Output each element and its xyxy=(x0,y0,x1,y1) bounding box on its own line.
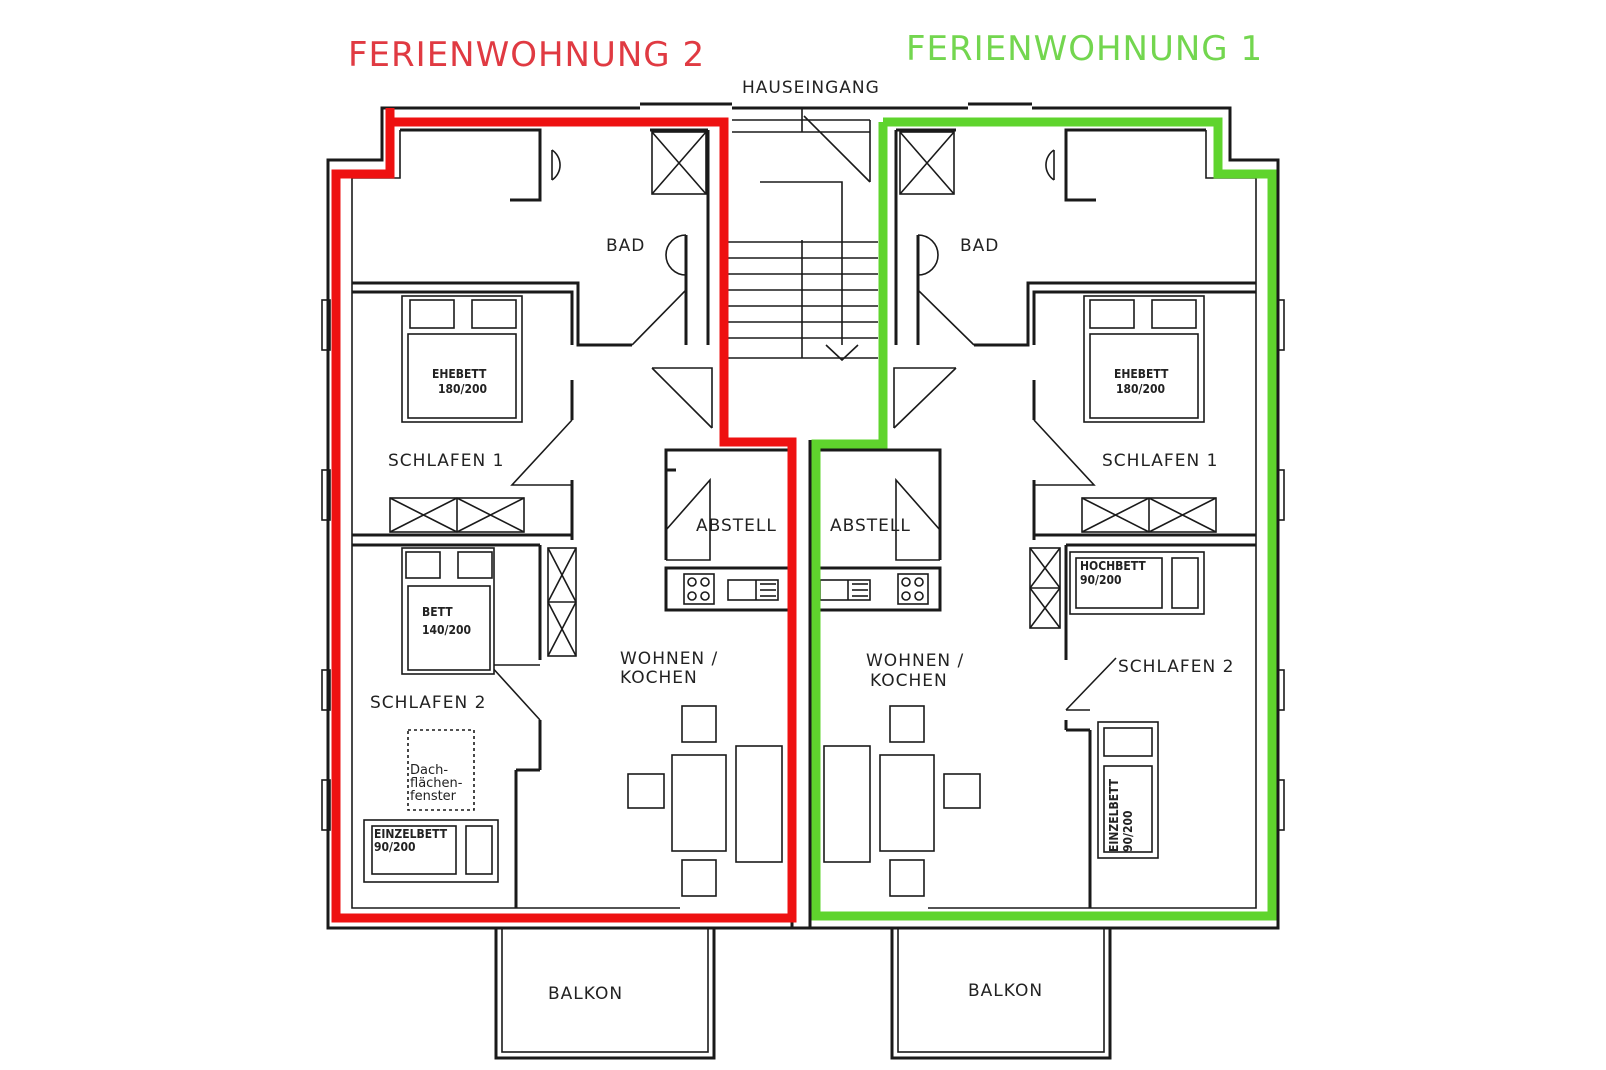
right-abstell-label: ABSTELL xyxy=(830,516,911,536)
left-interior-walls xyxy=(352,128,794,908)
left-schlafen2-label: SCHLAFEN 2 xyxy=(370,693,486,713)
dining-table-right xyxy=(879,754,935,852)
stairwell xyxy=(728,108,878,362)
right-bad-label: BAD xyxy=(960,236,999,256)
left-dach-label-2: flächen- xyxy=(410,776,463,791)
left-einzelbett-label-1: EINZELBETT xyxy=(374,827,448,841)
right-balkon-label: BALKON xyxy=(968,981,1043,1001)
right-interior-walls xyxy=(808,128,1256,908)
left-ehebett-label-2: 180/200 xyxy=(438,382,487,396)
right-schlafen2-label: SCHLAFEN 2 xyxy=(1118,657,1234,677)
left-bett-label-2: 140/200 xyxy=(422,623,471,637)
left-wohnen-label-2: KOCHEN xyxy=(620,668,698,688)
left-doors xyxy=(489,149,713,721)
left-abstell-label: ABSTELL xyxy=(696,516,777,536)
left-bad-label: BAD xyxy=(606,236,645,256)
left-furniture xyxy=(363,131,783,897)
left-balkon-label: BALKON xyxy=(548,984,623,1004)
apartment-1-outline xyxy=(811,117,1277,921)
right-hochbett-label-1: HOCHBETT xyxy=(1080,559,1146,573)
left-wohnen-label-1: WOHNEN / xyxy=(620,649,718,669)
left-einzelbett-label-2: 90/200 xyxy=(374,840,416,854)
apartment-2-outline xyxy=(331,108,797,923)
right-wohnen-label-1: WOHNEN / xyxy=(866,651,964,671)
right-ehebett-label-2: 180/200 xyxy=(1116,382,1165,396)
right-einzelbett-label-1: EINZELBETT xyxy=(1107,778,1121,852)
title-apartment-1: FERIENWOHNUNG 1 xyxy=(906,29,1263,69)
right-ehebett-label-1: EHEBETT xyxy=(1114,367,1169,381)
balconies xyxy=(494,926,1112,1060)
left-bett-label-1: BETT xyxy=(422,605,453,619)
left-dach-label-1: Dach- xyxy=(410,763,448,778)
title-apartment-2: FERIENWOHNUNG 2 xyxy=(348,35,705,75)
left-dach-label-3: fenster xyxy=(410,789,457,804)
right-furniture xyxy=(819,131,1217,897)
dining-table-left xyxy=(671,754,727,852)
left-schlafen1-label: SCHLAFEN 1 xyxy=(388,451,504,471)
right-schlafen1-label: SCHLAFEN 1 xyxy=(1102,451,1218,471)
right-doors xyxy=(893,149,1117,711)
right-wohnen-label-2: KOCHEN xyxy=(870,671,948,691)
right-hochbett-label-2: 90/200 xyxy=(1080,573,1122,587)
entrance-label: HAUSEINGANG xyxy=(742,78,880,98)
left-ehebett-label-1: EHEBETT xyxy=(432,367,487,381)
right-einzelbett-label-2: 90/200 xyxy=(1121,810,1135,852)
